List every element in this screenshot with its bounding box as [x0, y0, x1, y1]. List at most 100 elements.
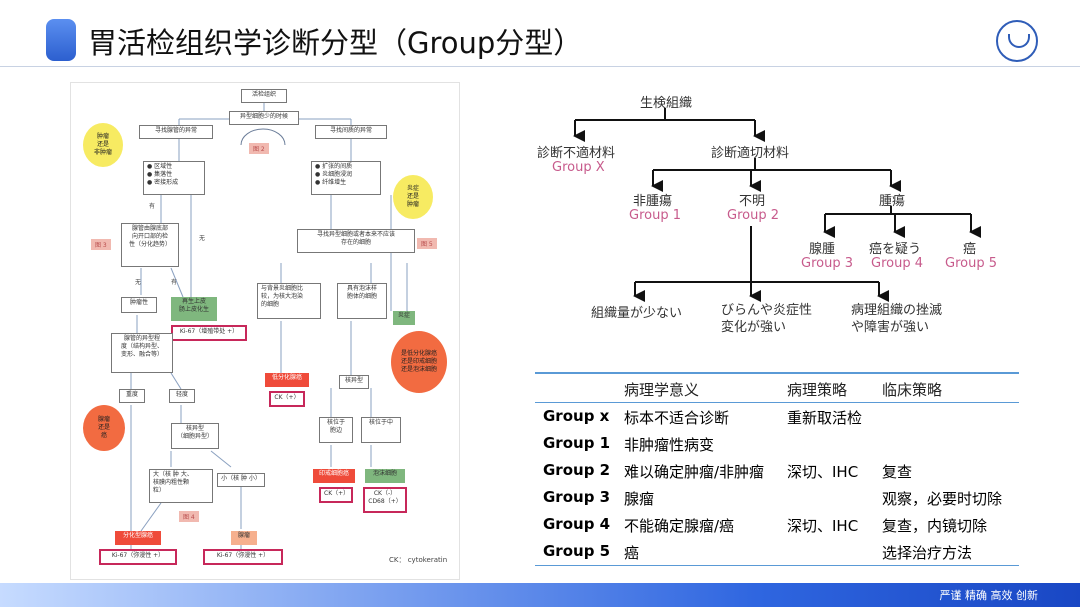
flow-list-gland: ● 区域性 ● 集落性 ● 密接形成: [143, 161, 205, 195]
flow-nucleus-peripheral: 核位于 胞边: [319, 417, 353, 443]
flow-foam-cell: 泡沫细胞: [365, 469, 405, 483]
header-divider: [0, 66, 1080, 67]
tree-cancer: 癌: [963, 242, 977, 257]
cell-group: Group 4: [543, 515, 611, 533]
table-header-row: 病理学意义 病理策略 临床策略: [535, 372, 1019, 403]
tree-little-tissue: 組織量が少ない: [591, 306, 683, 321]
tree-suspect: 癌を疑う: [869, 242, 922, 257]
tree-nontumor: 非腫瘍: [633, 194, 673, 209]
tree-erosion: びらんや炎症性 変化が強い: [721, 303, 813, 335]
flow-structural-atypia: 腺管的异型程 度（结构异型、 变形、融合等）: [111, 333, 173, 373]
flow-no-1: 无: [199, 235, 206, 242]
fig5-label: 图 5: [417, 238, 437, 249]
table-row: Group 1 非肿瘤性病变: [535, 430, 1019, 457]
fig4-label: 图 4: [179, 511, 199, 522]
cell-clin-strategy: 复查: [882, 463, 913, 481]
flowchart-connectors: [130, 103, 408, 549]
yellow-note-inflammation: 炎症 还是 肿瘤: [393, 175, 433, 219]
cell-group: Group x: [543, 407, 610, 425]
cell-meaning: 腺瘤: [624, 490, 655, 508]
flow-yes-3: 有: [171, 279, 178, 286]
left-flowchart-figure: 活检组织 异型细胞少的时候 图 2 寻找腺管的异常 寻找间质的异常 肿瘤 还是 …: [70, 82, 460, 580]
tree-inadequate: 診断不適材料: [537, 146, 616, 161]
flow-left-branch: 寻找腺管的异常: [139, 125, 213, 139]
footer-slogan: 严谨 精确 高效 创新: [939, 589, 1039, 602]
fig3-label: 图 3: [91, 239, 111, 250]
group-classification-tree: 生検組織 診断不適材料 Group X 診断適切材料 非腫瘍 Group 1 不…: [535, 82, 1015, 352]
tree-group-2: Group 2: [727, 208, 779, 223]
cell-clin-strategy: 选择治疗方法: [882, 544, 973, 562]
flow-large-nucleus: 大（核 肿 大、 核膜内粗性颗 粒）: [149, 469, 213, 503]
yellow-note-tumor: 肿瘤 还是 非肿瘤: [83, 123, 123, 167]
tree-crush: 病理組織の挫滅 や障害が強い: [851, 303, 943, 335]
cell-path-strategy: 深切、IHC: [787, 463, 859, 481]
flow-center-box: 异型细胞少的时候: [229, 111, 299, 125]
tree-root: 生検組織: [640, 96, 693, 111]
flow-ck-cd68: CK（-） CD68（+）: [363, 487, 407, 513]
tree-group-1: Group 1: [629, 208, 681, 223]
cell-path-strategy: 深切、IHC: [787, 517, 859, 535]
flow-adenoma: 腺瘤: [231, 531, 257, 545]
flow-severe: 重度: [119, 389, 145, 403]
cell-clin-strategy: 复查，内镜切除: [882, 517, 988, 535]
flow-right-branch: 寻找间质的异常: [315, 125, 387, 139]
tree-group-4: Group 4: [871, 256, 923, 271]
flow-nucleus-central: 核位于中: [361, 417, 401, 443]
flow-tumor: 肿瘤性: [121, 297, 157, 313]
flow-cell-atypia: 核异型 （细胞异型）: [171, 423, 219, 449]
title-accent-bar: [46, 19, 76, 61]
flow-differentiated-ca: 分化型腺癌: [115, 531, 161, 545]
cell-meaning: 难以确定肿瘤/非肿瘤: [624, 463, 765, 481]
flow-poorly-differentiated: 低分化腺癌: [265, 373, 309, 387]
table-row: Group x 标本不适合诊断 重新取活检: [535, 403, 1019, 430]
flow-q-differentiation: 腺管由腺底部 向开口部的检 性（分化趋势）: [121, 223, 179, 267]
fig2-label: 图 2: [249, 143, 269, 154]
tree-unclear: 不明: [739, 194, 766, 209]
flow-regenerative: 再生上皮 肠上皮化生: [171, 297, 217, 321]
flow-q-large-nucleus: 与背景炎细胞比 较，为核大泡染 的细胞: [257, 283, 321, 319]
orange-note-adenoma: 腺瘤 还是 癌: [83, 405, 125, 451]
flow-signet-ring: 印戒细胞癌: [313, 469, 355, 483]
tree-group-3: Group 3: [801, 256, 853, 271]
flow-root-box: 活检组织: [241, 89, 287, 103]
flow-ki67-zone: Ki-67（增殖带处 +）: [171, 325, 247, 341]
group-strategy-table: 病理学意义 病理策略 临床策略 Group x 标本不适合诊断 重新取活检 Gr…: [535, 372, 1019, 566]
cell-clin-strategy: 观察，必要时切除: [882, 490, 1003, 508]
flow-ki67-diffuse-1: Ki-67（弥漫性 +）: [99, 549, 177, 565]
table-row: Group 2 难以确定肿瘤/非肿瘤 深切、IHC 复查: [535, 457, 1019, 484]
table-row: Group 5 癌 选择治疗方法: [535, 538, 1019, 566]
flow-q-atypical: 寻找异型细胞或者本来不应该 存在的细胞: [297, 229, 415, 253]
tree-adequate: 診断適切材料: [711, 146, 790, 161]
institution-logo-icon: [996, 20, 1038, 62]
flow-inflammation: 炎症: [393, 311, 415, 325]
cell-path-strategy: 重新取活检: [787, 409, 863, 427]
cell-group: Group 5: [543, 542, 611, 560]
flow-yes-1: 有: [149, 203, 156, 210]
flow-ck-positive-2: CK（+）: [319, 487, 353, 503]
cell-meaning: 癌: [624, 544, 640, 562]
col-pathology-strategy: 病理策略: [787, 381, 848, 399]
red-note-differentiation: 是低分化腺癌 还是印戒细胞 还是泡沫细胞: [391, 331, 447, 393]
tree-tumor: 腫瘍: [879, 194, 906, 209]
cell-meaning: 标本不适合诊断: [624, 409, 730, 427]
cell-meaning: 不能确定腺瘤/癌: [624, 517, 735, 535]
flow-nuclear-atypia: 核异型: [339, 375, 369, 389]
flow-ki67-diffuse-2: Ki-67（弥漫性 +）: [203, 549, 283, 565]
tree-group-5: Group 5: [945, 256, 997, 271]
flow-yes-2: 无: [135, 279, 142, 286]
page-title: 胃活检组织学诊断分型（Group分型）: [88, 26, 583, 60]
flow-q-foamy: 具有泡沫样 胞体的细胞: [337, 283, 387, 319]
tree-adenoma: 腺腫: [809, 242, 836, 257]
cell-group: Group 1: [543, 434, 611, 452]
flow-ck-positive-1: CK（+）: [269, 391, 305, 407]
flow-small-nucleus: 小（核 肿 小）: [217, 473, 265, 487]
col-clinical-strategy: 临床策略: [882, 381, 943, 399]
col-pathology-meaning: 病理学意义: [624, 381, 700, 399]
cell-group: Group 3: [543, 488, 611, 506]
tree-connectors: [573, 108, 981, 302]
table-row: Group 3 腺瘤 观察，必要时切除: [535, 484, 1019, 511]
cell-meaning: 非肿瘤性病变: [624, 436, 715, 454]
table-row: Group 4 不能确定腺瘤/癌 深切、IHC 复查，内镜切除: [535, 511, 1019, 538]
flow-list-stroma: ● 扩张的间质 ● 炎细胞浸润 ● 纤维增生: [311, 161, 381, 195]
tree-group-x: Group X: [552, 160, 605, 175]
